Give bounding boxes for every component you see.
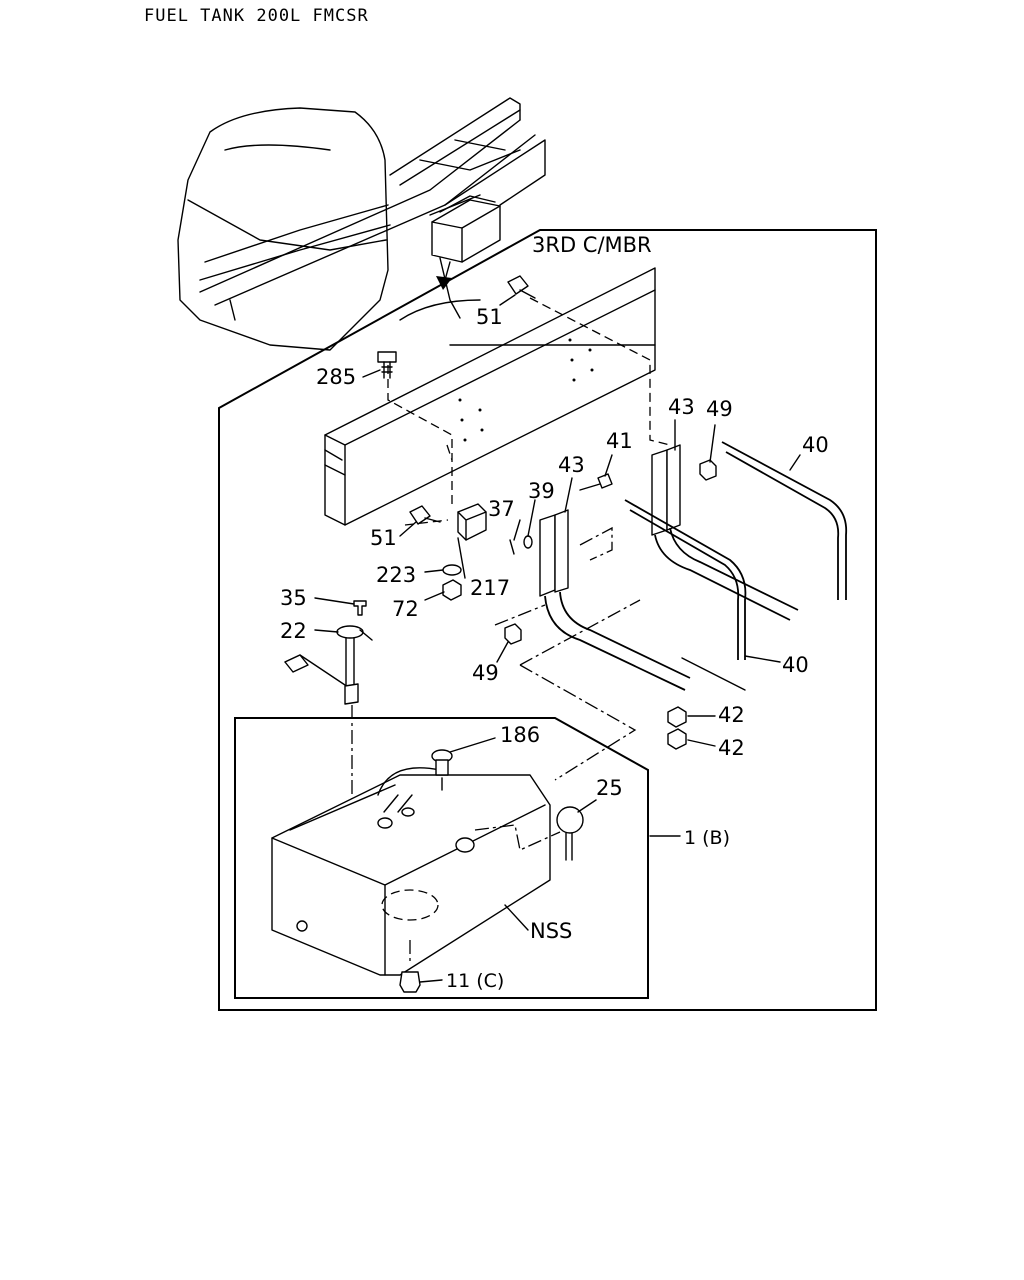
label-40-upper: 40 — [802, 433, 829, 457]
label-217: 217 — [470, 576, 510, 600]
label-25: 25 — [596, 776, 623, 800]
label-3rd-cmbr: 3RD C/MBR — [532, 233, 652, 257]
label-49-lower: 49 — [472, 661, 499, 685]
screw-35 — [353, 600, 367, 616]
label-nss: NSS — [530, 919, 572, 943]
label-223: 223 — [376, 563, 416, 587]
bolt-51-lower — [409, 505, 441, 525]
washer-39 — [523, 535, 533, 549]
nut-42-b — [667, 728, 687, 750]
truck-illustration — [177, 97, 546, 351]
tension-rod-40-lower — [624, 499, 747, 660]
bracket-217 — [457, 503, 487, 541]
bolt-285 — [377, 351, 397, 379]
tank-subframe — [234, 717, 649, 999]
fuel-tank — [271, 767, 551, 976]
label-49-upper: 49 — [706, 397, 733, 421]
gauge-25 — [556, 806, 584, 861]
label-285: 285 — [316, 365, 356, 389]
strap-left — [544, 591, 691, 691]
label-42-b: 42 — [718, 736, 745, 760]
label-186: 186 — [500, 723, 540, 747]
tension-rod-40-upper — [721, 441, 848, 600]
tank-bracket-43-left — [539, 509, 569, 597]
label-41: 41 — [606, 429, 633, 453]
label-42-a: 42 — [718, 703, 745, 727]
cross-member — [324, 267, 656, 526]
bolt-41 — [579, 473, 613, 491]
label-43-left: 43 — [558, 453, 585, 477]
label-43-right: 43 — [668, 395, 695, 419]
nut-49-upper — [699, 459, 717, 481]
detail-frame — [218, 229, 877, 1011]
tank-bracket-43-right — [651, 444, 681, 536]
label-11c: 11 (C) — [446, 970, 504, 992]
label-51-top: 51 — [476, 305, 503, 329]
page-title: FUEL TANK 200L FMCSR — [144, 6, 369, 26]
nut-42-a — [667, 706, 687, 728]
bolt-51-top — [507, 275, 536, 299]
label-72: 72 — [392, 597, 419, 621]
nut-72 — [442, 579, 462, 601]
strap-right — [654, 527, 799, 621]
label-40-lower: 40 — [782, 653, 809, 677]
pin-37 — [509, 539, 515, 555]
washer-223 — [442, 564, 462, 576]
label-39: 39 — [528, 479, 555, 503]
label-37: 37 — [488, 497, 515, 521]
leader-lines — [314, 257, 801, 983]
cap-186 — [431, 749, 453, 791]
label-35: 35 — [280, 586, 307, 610]
nut-49-lower — [504, 623, 522, 645]
fuel-sender-22 — [284, 625, 373, 705]
label-1b: 1 (B) — [684, 827, 730, 849]
label-51-lower: 51 — [370, 526, 397, 550]
label-22: 22 — [280, 619, 307, 643]
drain-plug-11 — [399, 971, 421, 993]
